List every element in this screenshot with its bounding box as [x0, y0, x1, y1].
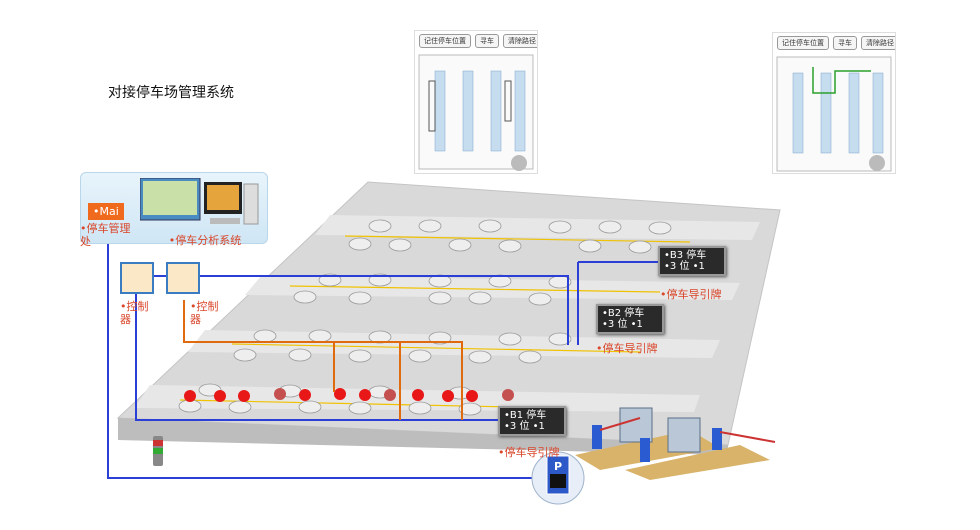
sign-level: •B1 停车: [504, 410, 547, 421]
clear-path-button[interactable]: 清除路径: [503, 34, 537, 48]
guidance-sign-b3: •B3 停车 •3 位 •1: [658, 246, 726, 276]
controller-icon: [166, 262, 200, 294]
sign-caption: •停车导引牌: [660, 288, 722, 301]
computer-icon: [140, 178, 259, 225]
remember-parking-button[interactable]: 记住停车位置: [777, 36, 829, 50]
management-chip: •Mai: [88, 203, 124, 220]
network-line-orange: [183, 300, 463, 420]
sign-slots: •3 位 •1: [602, 319, 643, 330]
parking-floor: [116, 181, 781, 446]
sign-level: •B3 停车: [664, 250, 707, 261]
sign-slots: •3 位 •1: [504, 421, 545, 432]
network-lines-blue: [107, 235, 658, 479]
sign-caption: •停车导引牌: [596, 342, 658, 355]
analysis-system-label: •停车分析系统: [168, 234, 242, 247]
remember-parking-button[interactable]: 记住停车位置: [419, 34, 471, 48]
parking-map: [418, 54, 534, 171]
svg-text:P: P: [554, 460, 562, 473]
app-screenshot-right: 记住停车位置 寻车 清除路径: [772, 32, 896, 174]
clear-path-button[interactable]: 清除路径: [861, 36, 895, 50]
app-screenshot-left: 记住停车位置 寻车 清除路径: [414, 30, 538, 174]
signal-light-icon: [153, 436, 163, 466]
sign-slots: •3 位 •1: [664, 261, 705, 272]
parking-map-with-route: [776, 56, 892, 172]
occupancy-sensors: [184, 388, 514, 402]
find-car-button[interactable]: 寻车: [833, 36, 857, 50]
controller-label: •控制器: [190, 300, 219, 326]
guidance-sign-b1: •B1 停车 •3 位 •1: [498, 406, 566, 436]
floor-edge: [118, 418, 728, 455]
parking-indicator-icon: P: [531, 451, 585, 505]
find-car-button[interactable]: 寻车: [475, 34, 499, 48]
page-title: 对接停车场管理系统: [108, 85, 234, 101]
sign-level: •B2 停车: [602, 308, 645, 319]
management-label: •停车管理处: [80, 222, 131, 248]
controller-label: •控制器: [120, 300, 149, 326]
controller-icon: [120, 262, 154, 294]
sign-caption: •停车导引牌: [498, 446, 560, 459]
guidance-sign-b2: •B2 停车 •3 位 •1: [596, 304, 664, 334]
toll-gate-icon: [575, 407, 776, 480]
